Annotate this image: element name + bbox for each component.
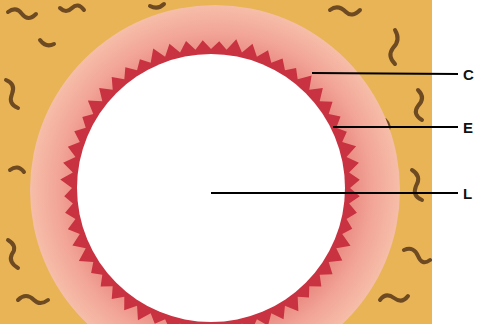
- epithelium-border: [60, 39, 360, 324]
- leader-lines: [211, 73, 458, 193]
- leader-line: [211, 192, 458, 194]
- epithelium-layer: [60, 39, 360, 324]
- part-label: E: [463, 120, 473, 135]
- leader-line: [333, 126, 458, 128]
- leader-line: [312, 73, 458, 74]
- lumen: [77, 54, 345, 322]
- part-label: L: [463, 186, 472, 201]
- part-label: C: [463, 67, 474, 82]
- outer-coat: [30, 5, 400, 324]
